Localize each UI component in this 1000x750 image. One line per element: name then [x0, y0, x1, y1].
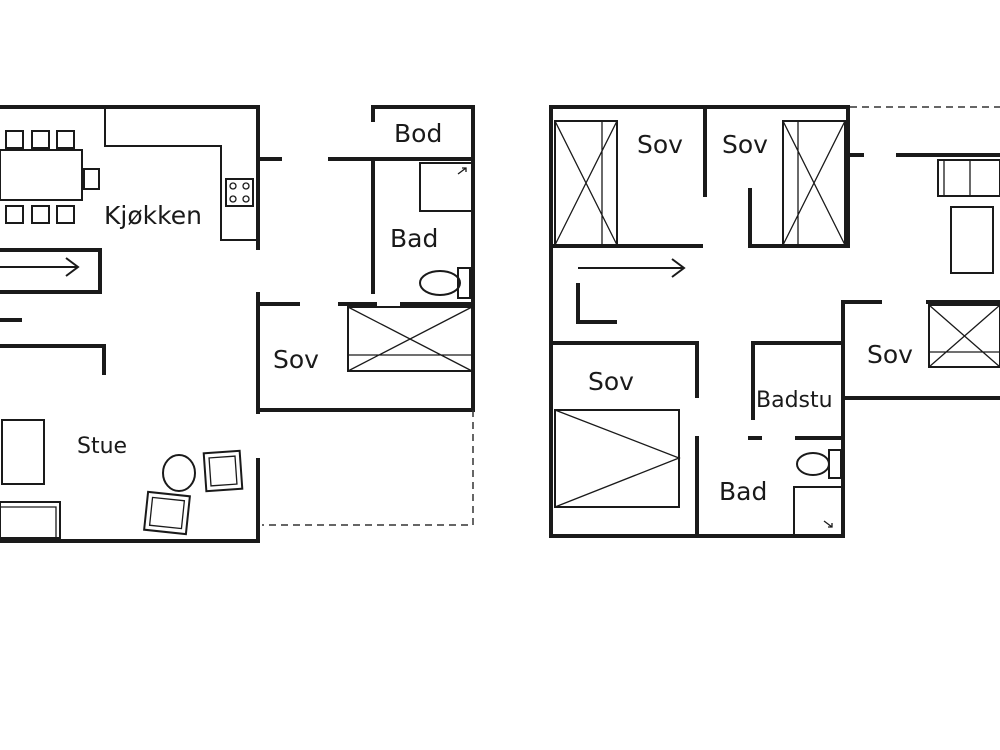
armchair-icon: [143, 490, 191, 536]
room-label-bod: Bod: [394, 119, 442, 148]
armchair-icon: [202, 449, 244, 493]
room-label-stue: Stue: [77, 434, 127, 459]
coffee-table: [950, 206, 994, 274]
drain-icon: [823, 520, 833, 528]
drain-icon: [457, 167, 467, 175]
room-label-bad: Bad: [719, 477, 767, 506]
sofa-icon: [0, 501, 61, 539]
room-label-badstu: Badstu: [756, 388, 833, 413]
stove-icon: [225, 178, 254, 207]
bed-icon: [928, 304, 1000, 368]
room-label-sov: Sov: [588, 367, 634, 396]
shower-icon: [419, 162, 473, 212]
dining-table: [0, 130, 100, 224]
bed-icon: [782, 120, 846, 246]
room-label-sov: Sov: [273, 345, 319, 374]
round-table: [162, 454, 196, 492]
sofa-icon: [937, 159, 1000, 197]
bed-icon: [347, 306, 473, 372]
walls-ground: [0, 105, 475, 543]
room-label-sov: Sov: [722, 130, 768, 159]
terrace-outline: [262, 410, 474, 526]
stairs-arrow-icon: [578, 258, 686, 278]
room-label-sov: Sov: [637, 130, 683, 159]
bed-icon: [554, 409, 681, 508]
toilet-icon: [796, 449, 842, 479]
bed-icon: [554, 120, 618, 246]
walls-upper: [549, 105, 1000, 538]
shower-icon: [793, 486, 843, 536]
room-label-kjokken: Kjøkken: [104, 201, 202, 230]
coffee-table: [1, 419, 45, 485]
stairs-arrow-icon: [0, 257, 80, 277]
toilet-icon: [419, 267, 471, 299]
kitchen-counter: [104, 107, 258, 241]
floor-plan-upper: Sov Sov Sov Sov Badstu Bad: [549, 105, 1000, 538]
room-label-bad: Bad: [390, 224, 438, 253]
floor-plan-ground: Bod Kjøkken Bad Sov Stue: [0, 105, 475, 543]
room-label-sov: Sov: [867, 340, 913, 369]
